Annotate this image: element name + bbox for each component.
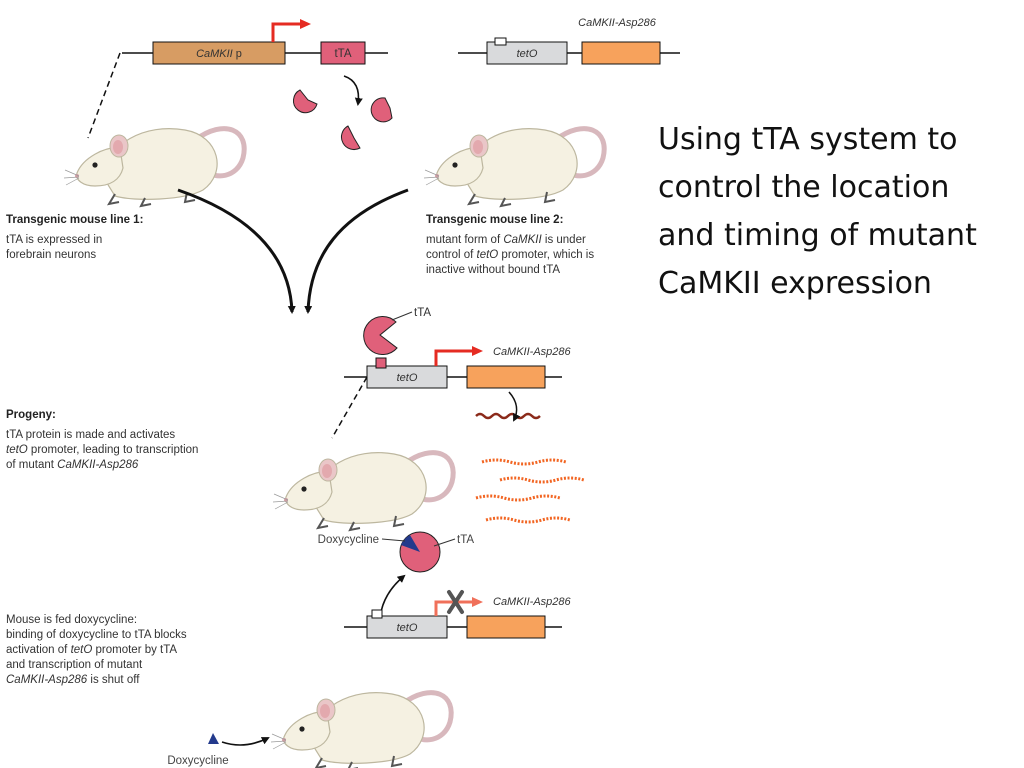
mouse-line1-icon: [64, 129, 244, 206]
svg-text:of mutant CaMKII-Asp286: of mutant CaMKII-Asp286: [6, 459, 139, 471]
line2-gene-box: [581, 41, 661, 65]
dox-teto-box: [366, 615, 448, 639]
progeny-transcription-arrow: [434, 346, 483, 366]
mouse-progeny-icon: [273, 453, 453, 530]
line1-caption: Transgenic mouse line 1: tTA is expresse…: [6, 214, 143, 261]
dox-wedge-bound: [401, 535, 420, 552]
line2-title: CaMKII-Asp286: [578, 17, 657, 29]
tta-translation-arrow: [343, 75, 363, 106]
svg-text:and transcription of mutant: and transcription of mutant: [6, 659, 143, 671]
svg-text:Transgenic mouse line 2:: Transgenic mouse line 2:: [426, 214, 563, 226]
heading-line-1: Using tTA system to: [658, 122, 958, 157]
svg-text:tTA protein is made and activa: tTA protein is made and activates: [6, 429, 175, 441]
cross-arrow-right: [304, 188, 409, 314]
doxy-caption: Mouse is fed doxycycline: binding of dox…: [6, 614, 187, 686]
slide-heading: Using tTA system to control the location…: [658, 116, 1018, 308]
dox-gene-box: [466, 615, 546, 639]
mouse-line2-icon: [424, 129, 604, 206]
tta-protein-shapes: [292, 89, 393, 151]
svg-text:control of tetO promoter, whic: control of tetO promoter, which is: [426, 249, 594, 261]
line1-dashed-connector: [87, 52, 121, 139]
progeny-tta-label: tTA: [414, 307, 431, 319]
progeny-tta-protein: [363, 316, 398, 355]
dox-blocked-arrow: [434, 597, 483, 616]
cross-arrow-left: [177, 188, 296, 314]
svg-text:Progeny:: Progeny:: [6, 409, 56, 421]
svg-text:tTA is expressed in: tTA is expressed in: [6, 234, 102, 246]
progeny-caption: Progeny: tTA protein is made and activat…: [6, 409, 198, 471]
svg-text:inactive without bound tTA: inactive without bound tTA: [426, 264, 560, 276]
tta-gene-label: tTA: [334, 48, 351, 60]
camkii-promoter-label: CaMKII p: [196, 48, 242, 60]
block-x-icon: [447, 590, 464, 614]
line2-teto-label: tetO: [517, 48, 538, 60]
svg-text:Transgenic mouse line 1:: Transgenic mouse line 1:: [6, 214, 143, 226]
dox-label: Doxycycline: [318, 534, 379, 546]
svg-text:binding of doxycycline to tTA: binding of doxycycline to tTA blocks: [6, 629, 187, 641]
mutant-protein-strands: [475, 458, 585, 524]
dox-gene-label: CaMKII-Asp286: [493, 596, 572, 608]
camkii-promoter-box: [152, 41, 286, 65]
progeny-gene-box: [466, 365, 546, 389]
tta-gene-box: [320, 41, 366, 65]
progeny-gene-label: CaMKII-Asp286: [493, 346, 572, 358]
mouse-doxy-icon: [271, 693, 451, 768]
svg-text:forebrain neurons: forebrain neurons: [6, 249, 96, 261]
dox-pellet-icon: [208, 733, 219, 744]
heading-line-2: control the location: [658, 170, 950, 205]
mrna-wave: [475, 412, 541, 420]
heading-line-4: CaMKII expression: [658, 266, 932, 301]
svg-text:CaMKII-Asp286 is shut off: CaMKII-Asp286 is shut off: [6, 674, 140, 686]
svg-text:activation of tetO promoter by: activation of tetO promoter by tTA: [6, 644, 177, 656]
line2-caption: Transgenic mouse line 2: mutant form of …: [426, 214, 594, 276]
svg-text:tetO promoter, leading to tran: tetO promoter, leading to transcription: [6, 444, 198, 456]
dox-teto-label: tetO: [397, 622, 418, 634]
line2-teto-box: [486, 41, 568, 65]
heading-line-3: and timing of mutant: [658, 218, 977, 253]
svg-text:mutant form of CaMKII is under: mutant form of CaMKII is under: [426, 234, 586, 246]
dox-bottom-label: Doxycycline: [167, 755, 228, 767]
dox-tta-label: tTA: [457, 534, 474, 546]
svg-text:Mouse is fed doxycycline:: Mouse is fed doxycycline:: [6, 614, 137, 626]
progeny-teto-label: tetO: [397, 372, 418, 384]
line1-transcription-arrow: [271, 19, 311, 42]
